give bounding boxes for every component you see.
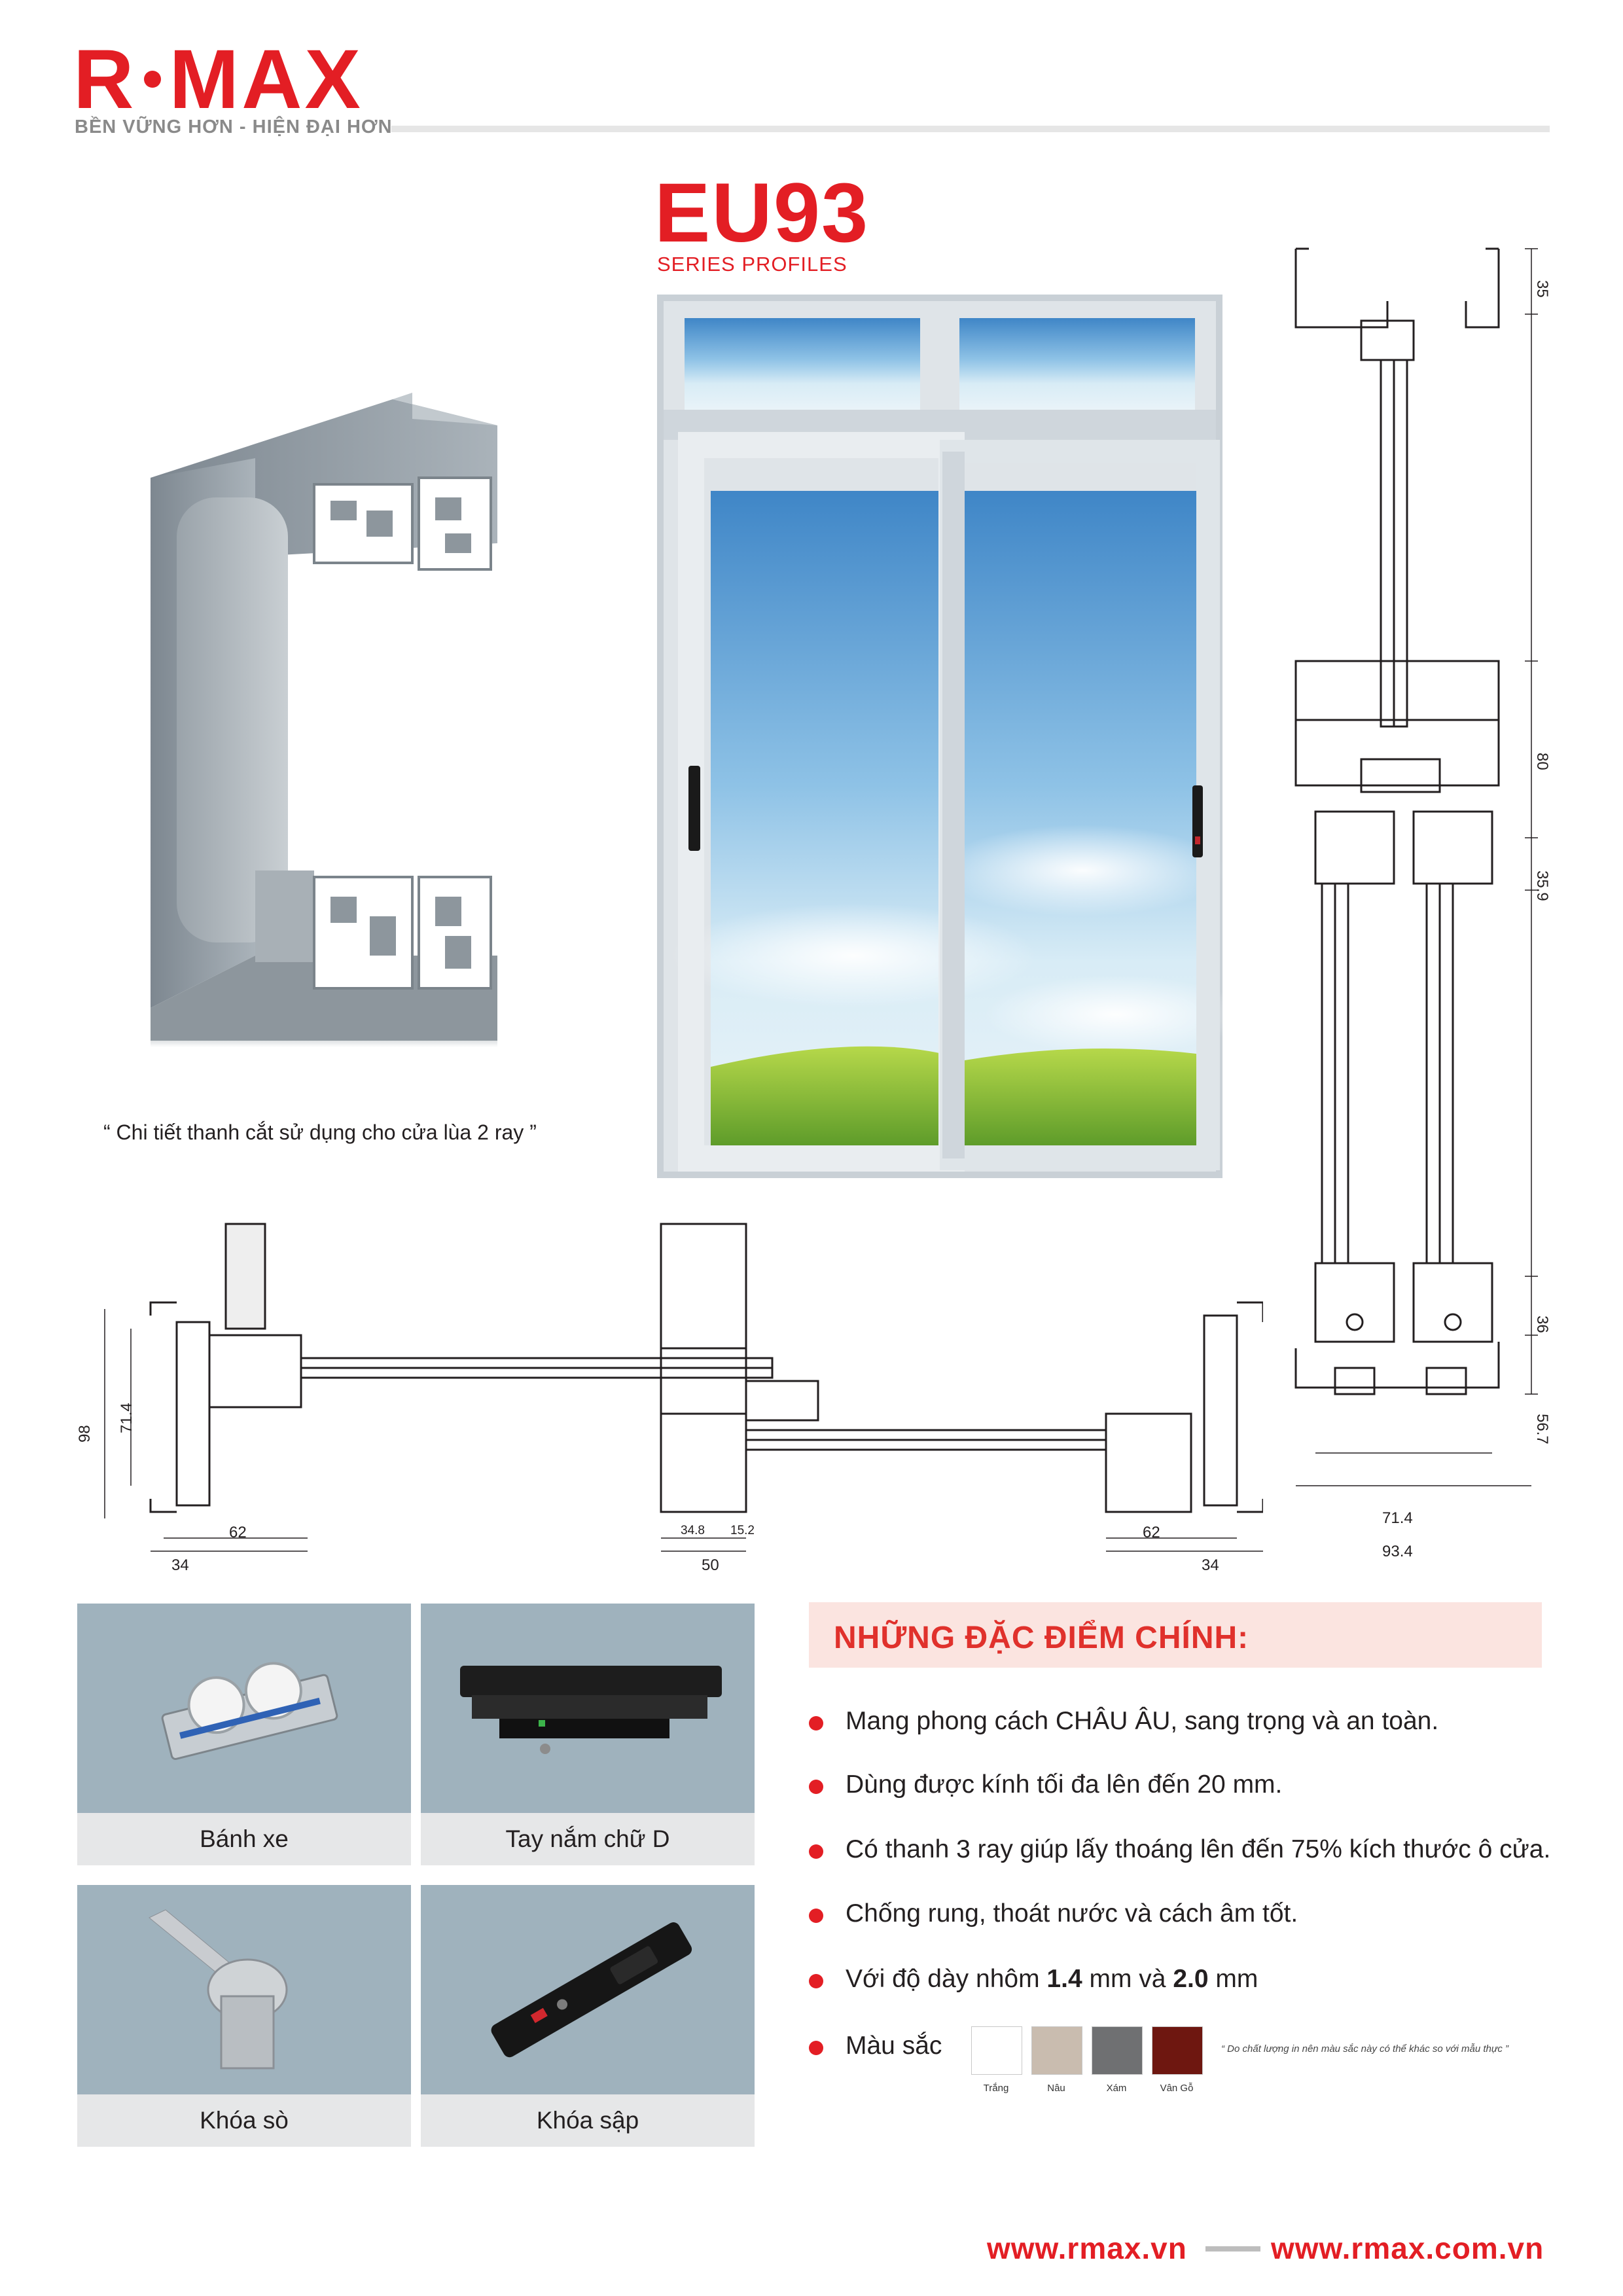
accessory-card-roller: Bánh xe xyxy=(77,1604,411,1865)
color-swatch-white xyxy=(971,2026,1022,2075)
hsec-dim-62-right: 62 xyxy=(1143,1524,1160,1541)
color-name: Trắng xyxy=(983,2083,1009,2094)
logo-dot xyxy=(144,71,162,88)
profile-cutaway-illustration xyxy=(151,393,497,1047)
vsec-dim-35-9: 35.9 xyxy=(1533,870,1551,901)
product-model: EU93 xyxy=(654,166,870,260)
sliding-window-photo xyxy=(657,295,1222,1178)
d-handle-icon xyxy=(421,1604,755,1813)
website-link-com-vn[interactable]: www.rmax.com.vn xyxy=(1271,2231,1544,2265)
crescent-lock-icon xyxy=(77,1885,411,2094)
accessory-label: Tay nắm chữ D xyxy=(421,1813,755,1865)
hsec-dim-98: 98 xyxy=(76,1425,94,1443)
bullet-icon xyxy=(809,1716,823,1731)
thickness-value-2: 2.0 xyxy=(1173,1965,1209,1993)
thickness-suffix: mm xyxy=(1208,1965,1258,1993)
feature-item: Mang phong cách CHÂU ÂU, sang trọng và a… xyxy=(846,1707,1439,1735)
accessory-card-d-handle: Tay nắm chữ D xyxy=(421,1604,755,1865)
feature-thickness: Với độ dày nhôm 1.4 mm và 2.0 mm xyxy=(846,1965,1258,1994)
vsec-dim-71-4: 71.4 xyxy=(1382,1509,1413,1527)
logo-letter-r: R xyxy=(73,33,137,126)
bullet-icon xyxy=(809,1844,823,1859)
thickness-value-1: 1.4 xyxy=(1046,1965,1082,1993)
color-name: Xám xyxy=(1106,2083,1127,2094)
hsec-dim-34-8: 34.8 xyxy=(681,1524,705,1537)
vsec-dim-36: 36 xyxy=(1533,1316,1551,1333)
thickness-prefix: Với độ dày nhôm xyxy=(846,1965,1047,1993)
color-name: Nâu xyxy=(1047,2083,1065,2094)
color-name: Vân Gỗ xyxy=(1160,2083,1194,2094)
brand-tagline: BỀN VỮNG HƠN - HIỆN ĐẠI HƠN xyxy=(75,117,393,137)
color-swatch-wood xyxy=(1152,2026,1203,2075)
hsec-dim-62-left: 62 xyxy=(229,1524,247,1541)
vsec-dim-80: 80 xyxy=(1533,753,1551,770)
hsec-dim-34-left: 34 xyxy=(171,1556,189,1574)
header-divider xyxy=(391,126,1550,132)
profile-caption: “ Chi tiết thanh cắt sử dụng cho cửa lùa… xyxy=(103,1121,537,1144)
latch-lock-icon xyxy=(421,1885,755,2094)
vsec-dim-93-4: 93.4 xyxy=(1382,1543,1413,1560)
logo-word-max: MAX xyxy=(169,33,363,126)
horizontal-section-drawing xyxy=(104,1223,1263,1552)
accessory-label: Bánh xe xyxy=(77,1813,411,1865)
bullet-icon xyxy=(809,2041,823,2055)
website-link-vn[interactable]: www.rmax.vn xyxy=(987,2231,1187,2265)
features-title: NHỮNG ĐẶC ĐIỂM CHÍNH: xyxy=(834,1621,1249,1655)
hsec-dim-50: 50 xyxy=(702,1556,719,1574)
feature-item: Chống rung, thoát nước và cách âm tốt. xyxy=(846,1899,1298,1928)
hsec-dim-34-right: 34 xyxy=(1202,1556,1219,1574)
features-header: NHỮNG ĐẶC ĐIỂM CHÍNH: xyxy=(809,1602,1542,1668)
color-swatch-grey xyxy=(1092,2026,1143,2075)
colors-note: “ Do chất lượng in nên màu sắc này có th… xyxy=(1221,2043,1509,2054)
footer-divider xyxy=(1205,2246,1260,2251)
hsec-dim-15-2: 15.2 xyxy=(730,1524,755,1537)
bullet-icon xyxy=(809,1780,823,1794)
colors-label: Màu sắc xyxy=(846,2032,942,2060)
accessory-card-latch-lock: Khóa sập xyxy=(421,1885,755,2147)
product-series: SERIES PROFILES xyxy=(657,253,847,276)
bullet-icon xyxy=(809,1909,823,1923)
vsec-dim-35: 35 xyxy=(1533,280,1551,298)
bullet-icon xyxy=(809,1974,823,1988)
color-swatch-brown xyxy=(1031,2026,1082,2075)
vertical-section-drawing xyxy=(1294,247,1538,1486)
accessory-label: Khóa sò xyxy=(77,2094,411,2147)
feature-item: Có thanh 3 ray giúp lấy thoáng lên đến 7… xyxy=(846,1835,1551,1863)
hsec-dim-71-4: 71.4 xyxy=(118,1403,135,1433)
accessory-card-crescent-lock: Khóa sò xyxy=(77,1885,411,2147)
feature-item: Dùng được kính tối đa lên đến 20 mm. xyxy=(846,1770,1283,1799)
vsec-dim-56-7: 56.7 xyxy=(1533,1414,1551,1444)
thickness-mid: mm và xyxy=(1082,1965,1173,1993)
accessory-label: Khóa sập xyxy=(421,2094,755,2147)
roller-wheel-icon xyxy=(77,1604,411,1813)
